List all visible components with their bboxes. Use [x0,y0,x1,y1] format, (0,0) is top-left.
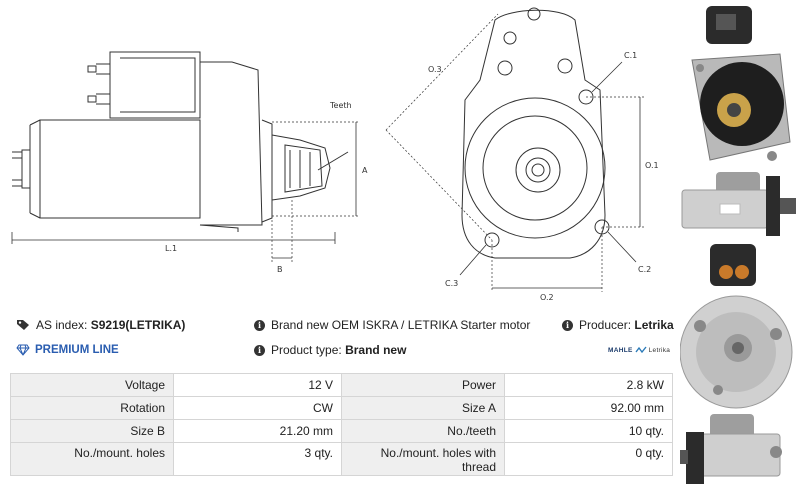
info-icon: i [254,319,265,331]
technical-drawing: Teeth A B L.1 O.1 O.2 O.3 C.1 C.2 C.3 [11,7,659,302]
table-row: No./mount. holes 3 qty. No./mount. holes… [10,442,673,476]
tag-icon [17,320,29,330]
label-o1: O.1 [645,161,659,170]
spec-label: Size B [10,419,174,443]
product-photo-rear[interactable] [680,240,798,415]
label-b: B [277,265,283,274]
spec-label: Rotation [10,396,174,420]
label-o3: O.3 [428,65,442,74]
spec-value: 2.8 kW [504,373,673,397]
spec-label: Size A [341,396,505,420]
spec-label: Power [341,373,505,397]
spec-value: 21.20 mm [173,419,342,443]
info-icon: i [562,319,573,331]
as-index-value: S9219(LETRIKA) [90,318,186,332]
product-type: i Product type: Brand new [254,340,406,360]
label-teeth: Teeth [329,101,352,110]
product-photo-side[interactable] [680,168,798,240]
logo-wave-icon [635,346,647,354]
info-icon: i [254,344,265,356]
table-row: Voltage 12 V Power 2.8 kW [10,373,673,397]
premium-line-text: PREMIUM LINE [35,344,119,356]
as-index-label: AS index: [36,318,88,332]
label-a: A [362,166,368,175]
spec-label: No./mount. holes [10,442,174,476]
label-c1: C.1 [624,51,637,60]
premium-line-badge: PREMIUM LINE [16,340,119,360]
brand-logo-sub: Letrika [648,346,671,354]
spec-value: 3 qty. [173,442,342,476]
brand-logo: MAHLE Letrika [608,340,670,360]
description-text: Brand new OEM ISKRA / LETRIKA Starter mo… [271,318,531,332]
product-description: i Brand new OEM ISKRA / LETRIKA Starter … [254,315,530,335]
spec-value: 92.00 mm [504,396,673,420]
table-row: Rotation CW Size A 92.00 mm [10,396,673,420]
product-photo-front[interactable] [680,2,798,170]
product-photo-angle[interactable] [680,412,798,488]
table-row: Size B 21.20 mm No./teeth 10 qty. [10,419,673,443]
info-row-secondary: PREMIUM LINE i Product type: Brand new M… [0,340,675,360]
producer-label: Producer: [579,318,632,332]
info-row-primary: AS index: S9219(LETRIKA) i Brand new OEM… [0,315,675,335]
product-type-value: Brand new [345,343,407,357]
label-c3: C.3 [445,279,458,288]
spec-value: 0 qty. [504,442,673,476]
product-photo-gallery [678,0,800,489]
product-type-label: Product type: [271,343,342,357]
as-index: AS index: S9219(LETRIKA) [16,315,185,335]
spec-label: No./teeth [341,419,505,443]
brand-logo-text: MAHLE [608,346,633,354]
producer: i Producer: Letrika [562,315,674,335]
specifications-table: Voltage 12 V Power 2.8 kW Rotation CW Si… [10,373,673,476]
spec-value: 10 qty. [504,419,673,443]
label-c2: C.2 [638,265,651,274]
producer-value: Letrika [634,318,674,332]
diamond-icon [16,344,30,356]
spec-value: 12 V [173,373,342,397]
label-l1: L.1 [165,244,177,253]
spec-label: Voltage [10,373,174,397]
spec-value: CW [173,396,342,420]
spec-label: No./mount. holes with thread [341,442,505,476]
label-o2: O.2 [540,293,554,302]
